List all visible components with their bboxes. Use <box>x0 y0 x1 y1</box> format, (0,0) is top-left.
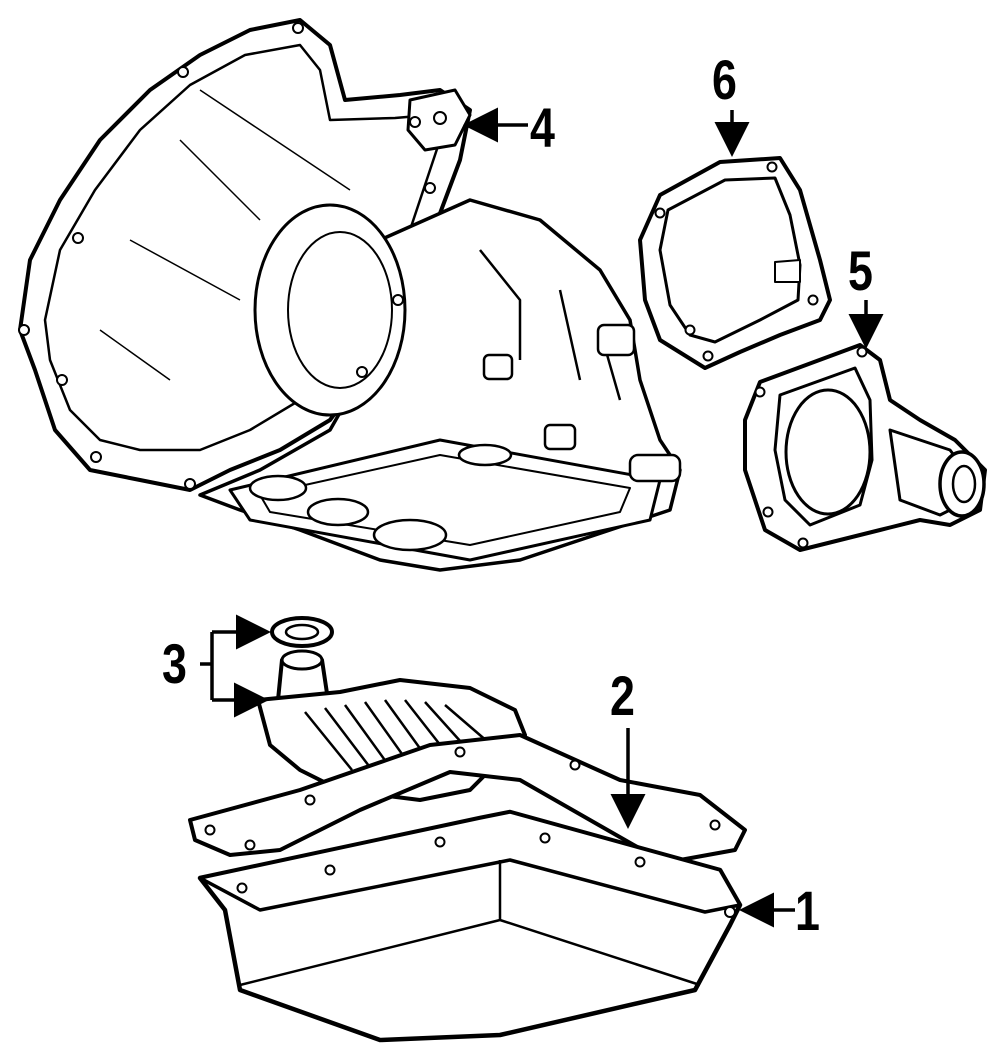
extension-housing-illustration <box>743 343 987 552</box>
oil-filter-illustration <box>256 616 527 802</box>
callout-6: 6 <box>712 48 737 111</box>
callout-leaders <box>200 107 884 928</box>
oil-pan-illustration <box>197 809 743 1043</box>
callout-3: 3 <box>162 632 187 695</box>
callout-1: 1 <box>795 879 820 942</box>
extension-gasket-illustration <box>638 156 832 370</box>
transmission-case-illustration <box>18 18 682 572</box>
callout-5: 5 <box>848 239 873 302</box>
callout-4: 4 <box>530 96 555 159</box>
callout-2: 2 <box>610 664 635 727</box>
